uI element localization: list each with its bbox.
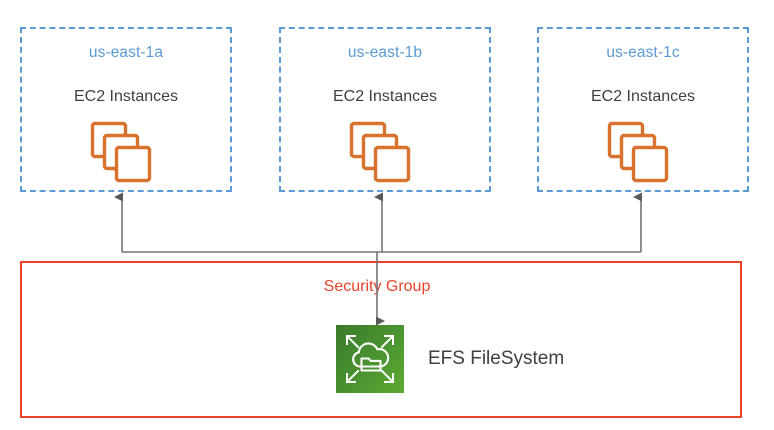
ec2-instances-icon [349,121,415,184]
availability-zone-us-east-1c: us-east-1c EC2 Instances [537,27,749,192]
efs-filesystem-icon [336,325,404,393]
az-title-us-east-1c: us-east-1c [606,44,680,61]
az-resource-label-us-east-1b: EC2 Instances [332,88,438,105]
security-group-boundary [20,261,742,418]
az-title-us-east-1a: us-east-1a [88,44,164,61]
az-title-us-east-1b: us-east-1b [347,44,423,61]
az-resource-label-us-east-1a: EC2 Instances [73,88,179,105]
efs-filesystem-label: EFS FileSystem [428,348,565,369]
availability-zone-us-east-1b: us-east-1b EC2 Instances [279,27,491,192]
ec2-instances-icon [607,121,673,184]
security-group-label: Security Group [323,278,431,295]
availability-zone-us-east-1a: us-east-1a EC2 Instances [20,27,232,192]
az-resource-label-us-east-1c: EC2 Instances [590,88,696,105]
ec2-instances-icon [90,121,156,184]
